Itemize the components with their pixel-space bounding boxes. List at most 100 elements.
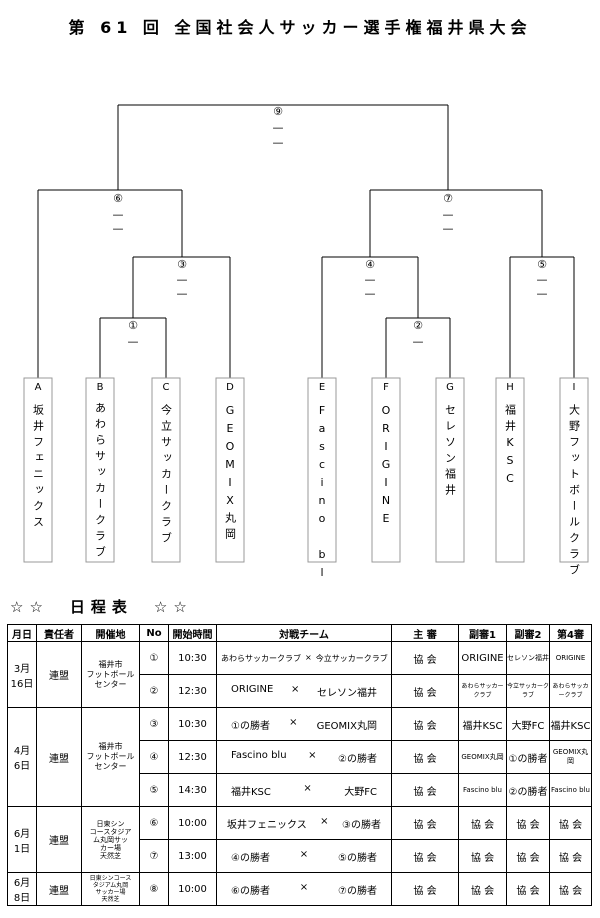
team-box-f xyxy=(371,377,401,563)
column-header: 開始時間 xyxy=(168,624,217,642)
time-cell: 10:30 xyxy=(168,641,217,675)
vs-mark: × xyxy=(299,881,309,893)
ar2-cell: セレソン福井 xyxy=(506,641,550,675)
team2: 大野FC xyxy=(344,786,377,798)
time-cell: 13:00 xyxy=(168,839,217,873)
column-header: 副審2 xyxy=(506,624,550,642)
ar1-cell: Fascino blu xyxy=(458,773,507,807)
team2: セレソン福井 xyxy=(317,687,377,699)
match-4-score: — xyxy=(365,287,376,300)
matchup-cell: 福井KSC×大野FC xyxy=(216,773,392,807)
matchup-cell: ④の勝者×⑤の勝者 xyxy=(216,839,392,873)
ar2-cell: ②の勝者 xyxy=(506,773,550,807)
match-9-no: ⑨ xyxy=(273,105,283,118)
matchup-cell: あわらサッカークラブ×今立サッカークラブ xyxy=(216,641,392,675)
ar1-cell: GEOMIX丸岡 xyxy=(458,740,507,774)
match-4-score: — xyxy=(365,273,376,286)
page-title: 第 61 回 全国社会人サッカー選手権福井県大会 xyxy=(68,18,532,37)
ar2-cell: 協 会 xyxy=(506,806,550,840)
match-3-score: — xyxy=(177,287,188,300)
fourth-cell: あわらサッカークラブ xyxy=(549,674,592,708)
match-3-score: — xyxy=(177,273,188,286)
vs-mark: × xyxy=(290,683,300,695)
venue-cell: 福井市 フットボール センター xyxy=(81,707,140,807)
fourth-cell: 福井KSC xyxy=(549,707,592,741)
vs-mark: × xyxy=(305,652,312,662)
match-5-score: — xyxy=(537,273,548,286)
column-header: 第4審 xyxy=(549,624,592,642)
responsible-cell: 連盟 xyxy=(36,707,82,807)
time-cell: 12:30 xyxy=(168,740,217,774)
matchup-cell: Fascino blu×②の勝者 xyxy=(216,740,392,774)
match-9-score: — xyxy=(273,121,284,134)
responsible-cell: 連盟 xyxy=(36,641,82,708)
referee-cell: 協 会 xyxy=(391,806,459,840)
ar2-cell: 今立サッカークラブ xyxy=(506,674,550,708)
team2: ②の勝者 xyxy=(338,753,377,765)
time-cell: 14:30 xyxy=(168,773,217,807)
ar2-cell: 大野FC xyxy=(506,707,550,741)
ar2-cell: 協 会 xyxy=(506,872,550,906)
fourth-cell: 協 会 xyxy=(549,839,592,873)
table-header-row: 月日 責任者 開催地 No 開始時間 対戦チーム 主 審 副審1 副審2 第4審 xyxy=(7,624,592,642)
matchup-cell: ①の勝者×GEOMIX丸岡 xyxy=(216,707,392,741)
match-no-cell: ① xyxy=(139,641,169,675)
table-row: 6月 1日 連盟 日東シン コースタジア ム丸岡サッ カー場 天然芝 ⑥ 10:… xyxy=(7,806,592,873)
date-cell: 6月 8日 xyxy=(7,872,37,906)
match-1-no: ① xyxy=(128,319,138,332)
match-no-cell: ④ xyxy=(139,740,169,774)
match-3-no: ③ xyxy=(177,258,187,271)
tournament-bracket: ⑨ — — ⑥ — — ⑦ — — ③ — — ④ — — ⑤ — — ① — … xyxy=(23,104,589,580)
team2: ⑦の勝者 xyxy=(338,885,377,897)
match-no-cell: ③ xyxy=(139,707,169,741)
team1: 坂井フェニックス xyxy=(227,819,307,831)
matchup-cell: ⑥の勝者 × ⑦の勝者 xyxy=(216,872,392,906)
match-no-cell: ② xyxy=(139,674,169,708)
column-header: No xyxy=(139,624,169,642)
table-row: ⑦ 13:00 ④の勝者×⑤の勝者 協 会 協 会 協 会 協 会 xyxy=(8,839,592,873)
team1: ⑥の勝者 xyxy=(231,885,270,897)
fourth-cell: ORIGINE xyxy=(549,641,592,675)
match-7-score: — xyxy=(443,208,454,221)
team-letter: F xyxy=(383,382,389,393)
team2: GEOMIX丸岡 xyxy=(316,720,377,732)
team-box-b xyxy=(85,377,115,563)
team-name-a: 坂井フェニックス xyxy=(32,404,45,532)
referee-cell: 協 会 xyxy=(391,872,459,906)
match-4-no: ④ xyxy=(365,258,375,271)
team-letter: D xyxy=(226,382,234,393)
ar1-cell: 協 会 xyxy=(458,806,507,840)
team2: 今立サッカークラブ xyxy=(315,653,388,663)
table-row: 6月 8日 連盟 日東シンコース タジアム丸岡 サッカー場 天然芝 ⑧ 10:0… xyxy=(7,872,592,906)
team-letter: H xyxy=(506,382,514,393)
team1: ④の勝者 xyxy=(231,852,270,864)
table-row: 3月 16日 連盟 福井市 フットボール センター ① 10:30 あわらサッカ… xyxy=(7,641,592,708)
team-box-g xyxy=(435,377,465,563)
venue-cell: 福井市 フットボール センター xyxy=(81,641,140,708)
team-name-g: セレソン福井 xyxy=(444,404,457,500)
team-letter: A xyxy=(35,382,42,393)
time-cell: 12:30 xyxy=(168,674,217,708)
team2: ③の勝者 xyxy=(342,819,381,831)
team2: ⑤の勝者 xyxy=(338,852,377,864)
table-row: ⑤ 14:30 福井KSC×大野FC 協 会 Fascino blu ②の勝者 … xyxy=(8,773,592,807)
team-box-d xyxy=(215,377,245,563)
ar1-cell: 協 会 xyxy=(458,872,507,906)
match-no-cell: ⑧ xyxy=(139,872,169,906)
table-row: 4月 6日 連盟 福井市 フットボール センター ③ 10:30 ①の勝者×GE… xyxy=(7,707,592,807)
team-name-b: あわらサッカークラブ xyxy=(94,402,107,562)
time-cell: 10:30 xyxy=(168,707,217,741)
team-letter: B xyxy=(97,382,104,393)
team-box-a xyxy=(23,377,53,563)
referee-cell: 協 会 xyxy=(391,740,459,774)
fourth-cell: 協 会 xyxy=(549,806,592,840)
ar1-cell: 協 会 xyxy=(458,839,507,873)
match-no-cell: ⑦ xyxy=(139,839,169,873)
column-header: 対戦チーム xyxy=(216,624,392,642)
ar1-cell: ORIGINE xyxy=(458,641,507,675)
ar1-cell: あわらサッカークラブ xyxy=(458,674,507,708)
time-cell: 10:00 xyxy=(168,806,217,840)
match-6-no: ⑥ xyxy=(113,192,123,205)
match-2-score: — xyxy=(413,335,424,348)
venue-cell: 日東シンコース タジアム丸岡 サッカー場 天然芝 xyxy=(81,872,140,906)
